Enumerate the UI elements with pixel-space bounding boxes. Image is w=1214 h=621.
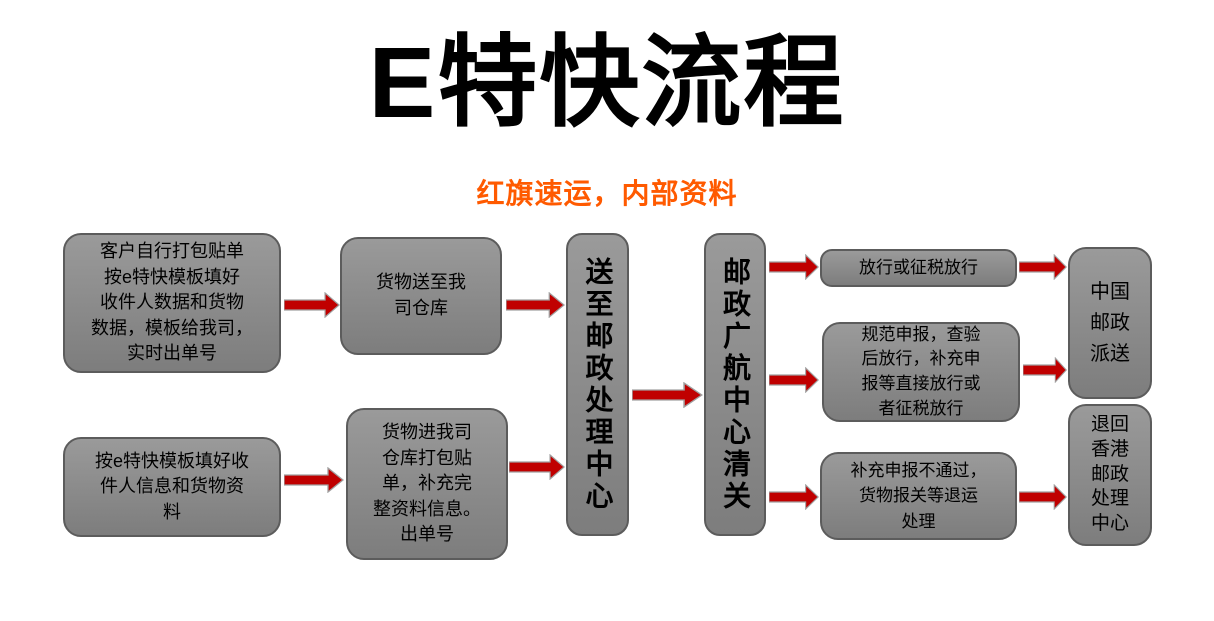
node-fill-template: 按e特快模板填好收 件人信息和货物资 料 bbox=[63, 437, 281, 537]
flow-arrow bbox=[769, 484, 819, 510]
node-deliver-to-warehouse: 货物送至我 司仓库 bbox=[340, 237, 502, 355]
node-china-post-delivery: 中国 邮政 派送 bbox=[1068, 247, 1152, 399]
node-customs-clearance: 邮政广航中心清关 bbox=[704, 233, 766, 536]
flow-arrow bbox=[632, 382, 703, 408]
node-return-hongkong-post: 退回 香港 邮政 处理 中心 bbox=[1068, 404, 1152, 546]
node-postal-processing-center: 送至邮政处理中心 bbox=[566, 233, 629, 536]
node-postal-processing-center-label: 送至邮政处理中心 bbox=[582, 256, 614, 513]
page-title: E特快流程 bbox=[368, 27, 846, 139]
flow-arrow bbox=[506, 292, 565, 318]
flow-arrow bbox=[284, 467, 344, 493]
node-customs-clearance-label: 邮政广航中心清关 bbox=[720, 256, 751, 513]
flow-arrow bbox=[1019, 484, 1067, 510]
flow-arrow bbox=[769, 367, 819, 393]
flow-arrow bbox=[769, 254, 819, 280]
flow-arrow bbox=[284, 292, 340, 318]
flow-arrow bbox=[1019, 254, 1067, 280]
node-standard-declaration: 规范申报，查验 后放行，补充申 报等直接放行或 者征税放行 bbox=[822, 322, 1020, 422]
node-declaration-fail: 补充申报不通过， 货物报关等退运 处理 bbox=[820, 452, 1017, 540]
node-release: 放行或征税放行 bbox=[820, 249, 1017, 287]
node-warehouse-pack: 货物进我司 仓库打包贴 单，补充完 整资料信息。 出单号 bbox=[346, 408, 508, 560]
page-subtitle: 红旗速运，内部资料 bbox=[476, 178, 738, 209]
flow-arrow bbox=[509, 454, 565, 480]
flow-arrow bbox=[1023, 357, 1067, 383]
node-customer-self-pack: 客户自行打包贴单 按e特快模板填好 收件人数据和货物 数据，模板给我司， 实时出… bbox=[63, 233, 281, 373]
